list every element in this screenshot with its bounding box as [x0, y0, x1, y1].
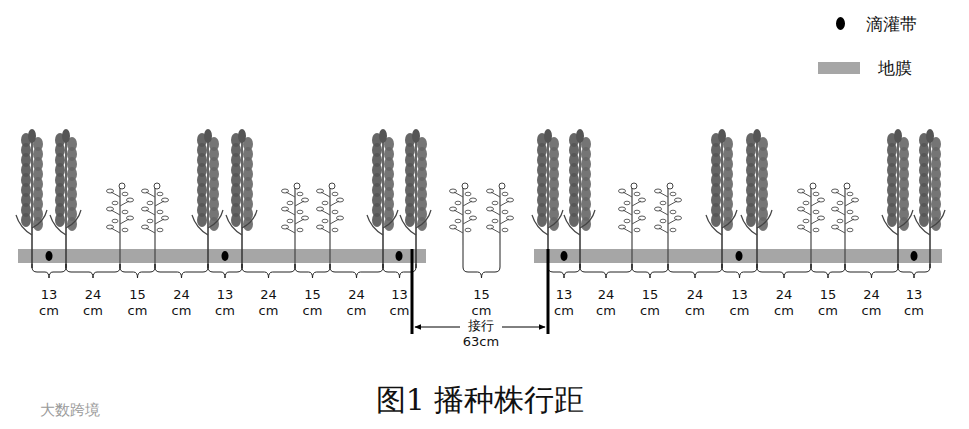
dimension-brace	[32, 264, 66, 278]
dimension-label: 24 cm	[347, 287, 367, 318]
tall-plant	[192, 129, 223, 268]
dimension-brace	[757, 264, 811, 278]
tall-plant	[50, 129, 81, 268]
drip-tape	[561, 251, 568, 261]
dimension-label: 24 cm	[685, 287, 705, 318]
dimension-label: 24 cm	[259, 287, 279, 318]
small-plant	[450, 183, 477, 245]
dimension-label: 15 cm	[640, 287, 660, 318]
watermark: 大数跨境	[40, 401, 100, 420]
dimension-brace	[722, 264, 757, 278]
join-row-line	[411, 249, 414, 334]
dimension-label: 15 cm	[472, 287, 492, 318]
tall-plant	[226, 129, 257, 268]
dimension-label: 13 cm	[730, 287, 750, 318]
dimension-brace	[463, 245, 500, 278]
small-plant	[107, 183, 134, 268]
dimension-label: 15 cm	[128, 287, 148, 318]
small-plant	[798, 183, 825, 268]
legend-label: 地膜	[878, 57, 912, 80]
dimension-brace	[632, 264, 668, 278]
legend-label: 滴灌带	[866, 13, 917, 36]
dimension-brace	[580, 264, 632, 278]
small-plant	[317, 183, 344, 268]
tall-plant	[367, 129, 398, 268]
small-plant	[619, 183, 646, 268]
small-plant	[832, 183, 859, 268]
dimension-label: 13 cm	[554, 287, 574, 318]
dimension-label: 13 cm	[904, 287, 924, 318]
join-row-label: 接行 63cm	[460, 318, 502, 351]
tall-plant	[564, 129, 595, 268]
drip-tape-swatch	[836, 17, 845, 30]
film-band	[18, 249, 426, 263]
tall-plant	[706, 129, 737, 268]
dimension-label: 24 cm	[862, 287, 882, 318]
dimension-label: 13 cm	[390, 287, 410, 318]
drip-tape	[911, 251, 918, 261]
film-band	[534, 249, 942, 263]
join-row-line	[547, 249, 550, 334]
drip-tape	[736, 251, 743, 261]
dimension-label: 15 cm	[818, 287, 838, 318]
dimension-brace	[208, 264, 242, 278]
tall-plant	[532, 129, 563, 268]
tall-plant	[16, 129, 47, 268]
dimension-label: 15 cm	[303, 287, 323, 318]
dimension-label: 24 cm	[774, 287, 794, 318]
dimension-brace	[66, 264, 120, 278]
dimension-label: 24 cm	[596, 287, 616, 318]
dimension-brace	[155, 264, 208, 278]
tall-plant	[741, 129, 772, 268]
dimension-brace	[898, 264, 930, 278]
dimension-brace	[295, 264, 330, 278]
drip-tape	[396, 251, 403, 261]
small-plant	[655, 183, 682, 268]
dimension-brace	[330, 264, 383, 278]
tall-plant	[914, 129, 945, 268]
tall-plant	[882, 129, 913, 268]
dimension-brace	[668, 264, 722, 278]
tall-plant	[400, 129, 431, 268]
dimension-label: 13 cm	[215, 287, 235, 318]
drip-tape	[222, 251, 229, 261]
dimension-brace	[120, 264, 155, 278]
dimension-label: 13 cm	[39, 287, 59, 318]
dimension-brace	[811, 264, 845, 278]
small-plant	[487, 183, 514, 245]
dimension-arrow	[502, 327, 545, 328]
dimension-arrow	[415, 327, 460, 328]
dimension-label: 24 cm	[83, 287, 103, 318]
figure-caption: 图1 播种株行距	[376, 380, 585, 421]
small-plant	[282, 183, 309, 268]
dimension-brace	[548, 264, 580, 278]
small-plant	[142, 183, 169, 268]
dimension-label: 24 cm	[172, 287, 192, 318]
dimension-brace	[242, 264, 295, 278]
film-swatch	[818, 62, 860, 74]
drip-tape	[46, 251, 53, 261]
dimension-brace	[845, 264, 898, 278]
